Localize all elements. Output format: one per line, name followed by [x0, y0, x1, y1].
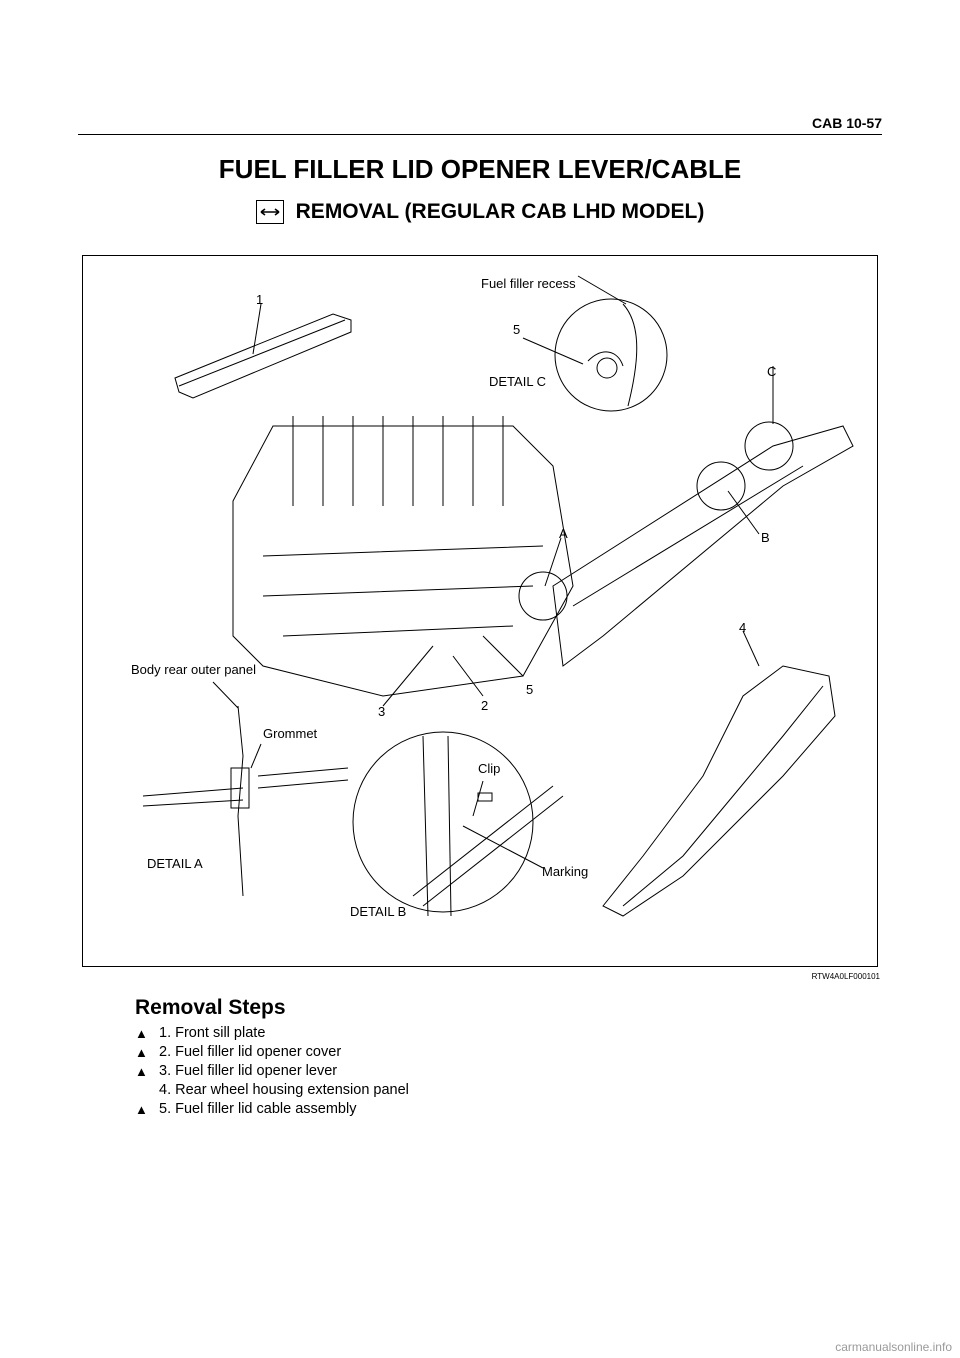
list-item: 4. Rear wheel housing extension panel — [135, 1081, 409, 1100]
label-detail-a: DETAIL A — [147, 856, 203, 871]
figure-illustration — [142, 275, 854, 917]
double-arrow-icon — [255, 200, 284, 224]
label-4: 4 — [739, 620, 747, 635]
figure-code: RTW4A0LF000101 — [811, 972, 880, 981]
label-5-bottom: 5 — [526, 682, 534, 697]
label-clip: Clip — [478, 761, 501, 776]
step-text: 5. Fuel filler lid cable assembly — [159, 1101, 357, 1117]
sill-plate-shape — [174, 313, 352, 399]
triangle-icon: ▲ — [135, 1045, 148, 1060]
list-item: ▲ 1. Front sill plate — [135, 1024, 409, 1043]
detail-b-circle — [352, 731, 534, 913]
header-rule — [78, 134, 882, 135]
step-text: 3. Fuel filler lid opener lever — [159, 1063, 338, 1079]
label-b: B — [761, 530, 770, 545]
label-1: 1 — [256, 292, 264, 307]
header-section: CAB 10-57 — [811, 115, 882, 131]
wheel-housing-panel-shape — [602, 665, 836, 917]
label-body-rear-outer-panel: Body rear outer panel — [131, 662, 257, 677]
label-3: 3 — [378, 704, 386, 719]
subtitle-text: REMOVAL (REGULAR CAB LHD MODEL) — [295, 200, 705, 223]
subtitle: REMOVAL (REGULAR CAB LHD MODEL) — [0, 200, 960, 224]
label-grommet: Grommet — [263, 726, 318, 741]
label-marking: Marking — [542, 864, 589, 879]
label-2: 2 — [481, 698, 489, 713]
page-title: FUEL FILLER LID OPENER LEVER/CABLE — [218, 154, 742, 184]
list-item: ▲ 5. Fuel filler lid cable assembly — [135, 1100, 409, 1119]
label-a: A — [559, 526, 568, 541]
triangle-icon: ▲ — [135, 1026, 148, 1041]
footer-watermark[interactable]: carmanualsonline.info — [835, 1340, 952, 1354]
label-fuel-filler-recess: Fuel filler recess — [481, 276, 576, 291]
removal-steps-title: Removal Steps — [135, 996, 286, 1019]
frame-rail-shape — [552, 425, 854, 667]
label-detail-c: DETAIL C — [489, 374, 547, 389]
label-5-top: 5 — [513, 322, 521, 337]
triangle-icon: ▲ — [135, 1102, 148, 1117]
step-text: 2. Fuel filler lid opener cover — [159, 1044, 342, 1060]
step-text: 1. Front sill plate — [159, 1025, 266, 1041]
triangle-icon: ▲ — [135, 1064, 148, 1079]
list-item: ▲ 2. Fuel filler lid opener cover — [135, 1043, 409, 1062]
detail-c-circle — [554, 298, 668, 412]
figure-box: 1 Fuel filler recess 5 DETAIL C C A B 4 … — [82, 255, 878, 967]
label-c: C — [767, 364, 777, 379]
list-item: ▲ 3. Fuel filler lid opener lever — [135, 1062, 409, 1081]
label-detail-b: DETAIL B — [350, 904, 407, 919]
cab-floor-shape — [232, 425, 574, 697]
step-text: 4. Rear wheel housing extension panel — [159, 1082, 409, 1098]
removal-steps-list: ▲ 1. Front sill plate ▲ 2. Fuel filler lid… — [135, 1024, 409, 1119]
